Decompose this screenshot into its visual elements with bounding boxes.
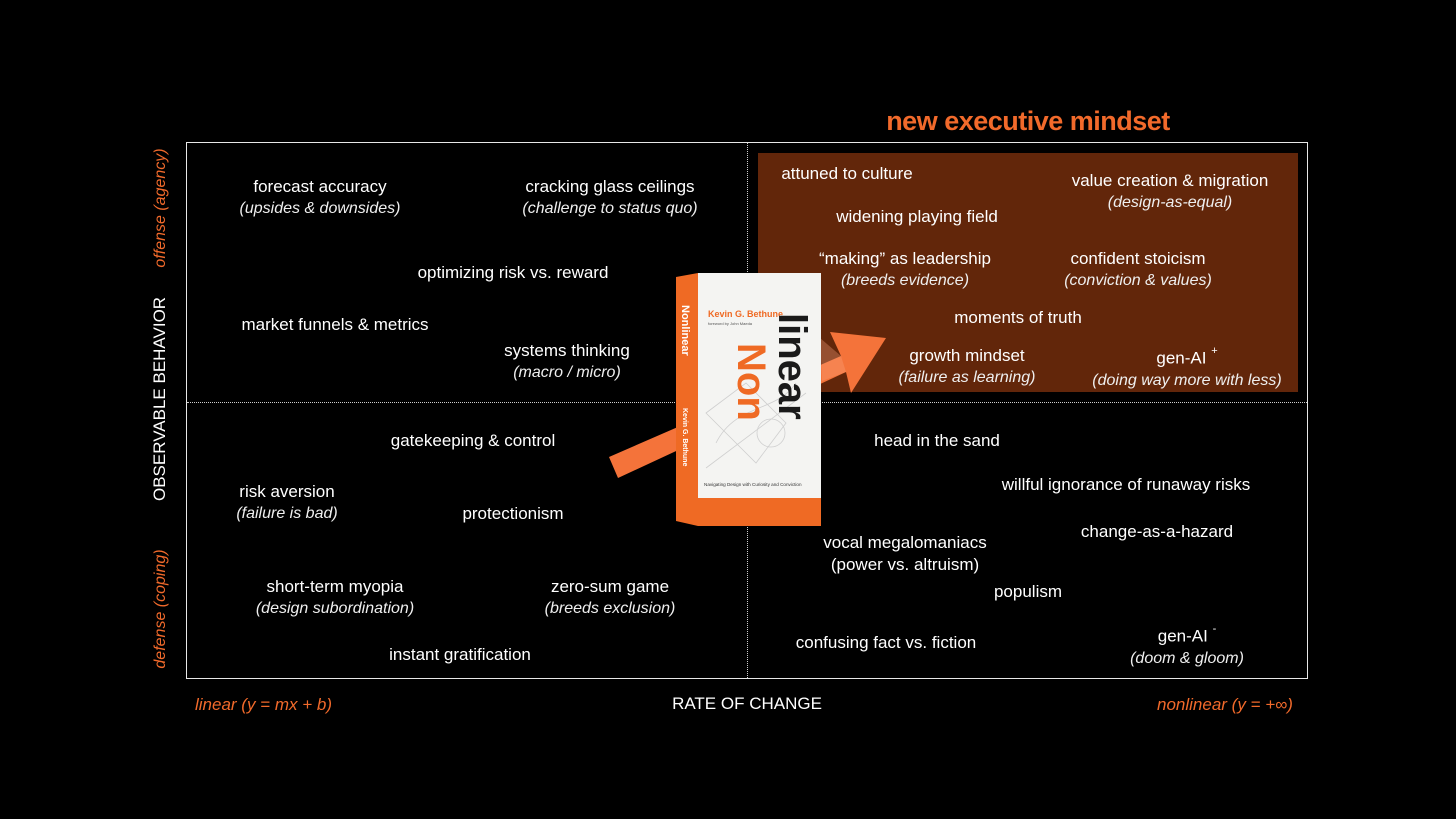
item-title: growth mindset	[909, 346, 1025, 365]
item-vocal-megalomaniacs: vocal megalomaniacs (power vs. altruism)	[823, 532, 986, 576]
item-title: cracking glass ceilings	[525, 177, 695, 196]
item-head-in-the-sand: head in the sand	[874, 430, 1000, 452]
item-subtitle: (breeds evidence)	[840, 272, 970, 289]
x-axis-label: RATE OF CHANGE	[672, 694, 822, 713]
item-subtitle: (design subordination)	[255, 600, 415, 617]
book-front	[698, 273, 821, 526]
book-spine	[676, 273, 698, 526]
quadrant-frame	[186, 142, 1308, 679]
item-title: optimizing risk vs. reward	[417, 263, 609, 282]
item-subtitle: (upsides & downsides)	[239, 200, 401, 217]
item-protectionism: protectionism	[462, 503, 563, 525]
item-title: widening playing field	[836, 207, 998, 226]
item-confusing-fact-fiction: confusing fact vs. fiction	[796, 632, 976, 654]
item-title: protectionism	[462, 504, 564, 523]
book-spine-title: Nonlinear	[679, 305, 691, 356]
item-title: instant gratification	[389, 645, 531, 664]
item-change-as-a-hazard: change-as-a-hazard	[1081, 521, 1233, 543]
item-market-funnels: market funnels & metrics	[241, 314, 428, 336]
item-title: zero-sum game	[550, 577, 670, 596]
item-systems-thinking: systems thinking (macro / micro)	[504, 340, 630, 384]
item-title: forecast accuracy	[253, 177, 387, 196]
item-gatekeeping: gatekeeping & control	[391, 430, 555, 452]
item-risk-aversion: risk aversion (failure is bad)	[236, 481, 337, 525]
item-short-term-myopia: short-term myopia (design subordination)	[256, 576, 414, 620]
item-title: value creation & migration	[1071, 171, 1269, 190]
item-title: vocal megalomaniacs	[823, 533, 987, 552]
item-title: populism	[993, 582, 1063, 601]
item-title: systems thinking	[504, 341, 630, 360]
item-instant-gratification: instant gratification	[389, 644, 531, 666]
x-axis-right-label: nonlinear (y = +∞)	[1157, 695, 1293, 714]
item-title: market funnels & metrics	[241, 315, 429, 334]
item-moments-of-truth: moments of truth	[954, 307, 1082, 329]
sketch-line	[715, 382, 797, 444]
item-superscript: +	[1211, 345, 1218, 357]
item-subtitle: (failure as learning)	[898, 369, 1036, 386]
item-title: moments of truth	[954, 308, 1082, 327]
item-title: head in the sand	[874, 431, 1000, 450]
item-title-text: gen-AI	[1156, 348, 1207, 368]
book-spine-author: Kevin G. Bethune	[681, 408, 688, 466]
book-bottom-band	[698, 498, 821, 526]
item-title: confident stoicism	[1070, 249, 1206, 268]
item-populism: populism	[994, 581, 1062, 603]
item-making-as-leadership: “making” as leadership (breeds evidence)	[819, 248, 991, 292]
item-gen-ai-minus: gen-AI - (doom & gloom)	[1130, 621, 1244, 670]
item-subtitle: (design-as-equal)	[1107, 194, 1233, 211]
item-confident-stoicism: confident stoicism (conviction & values)	[1064, 248, 1212, 292]
item-subtitle: (macro / micro)	[513, 364, 621, 381]
item-title: short-term myopia	[266, 577, 404, 596]
book-cover-image: Kevin G. Bethune foreword by John Maeda …	[676, 273, 821, 526]
heading-new-executive-mindset: new executive mindset	[886, 106, 1170, 136]
item-title: “making” as leadership	[819, 249, 991, 268]
item-forecast-accuracy: forecast accuracy (upsides & downsides)	[240, 176, 401, 220]
item-gen-ai-plus: gen-AI + (doing way more with less)	[1092, 343, 1281, 392]
book-title-non: Non	[729, 343, 773, 421]
item-subtitle: (breeds exclusion)	[544, 600, 676, 617]
item-title: willful ignorance of runaway risks	[1001, 475, 1251, 494]
item-attuned-to-culture: attuned to culture	[781, 163, 912, 185]
item-title-line2: (power vs. altruism)	[830, 555, 980, 574]
item-subtitle: (doom & gloom)	[1130, 649, 1244, 667]
item-subtitle: (failure is bad)	[236, 505, 338, 522]
item-subtitle: (conviction & values)	[1064, 272, 1212, 289]
item-title: attuned to culture	[781, 164, 913, 183]
item-title: gen-AI +	[1092, 343, 1281, 370]
book-sketch-lines	[705, 382, 807, 469]
x-axis-left-label: linear (y = mx + b)	[195, 695, 332, 714]
book-title-linear: linear	[770, 313, 814, 420]
sketch-line	[705, 382, 787, 464]
item-title: confusing fact vs. fiction	[795, 633, 977, 652]
sketch-line	[705, 392, 807, 469]
item-title: gatekeeping & control	[390, 431, 556, 450]
item-superscript: -	[1212, 623, 1217, 635]
item-title-text: gen-AI	[1157, 626, 1208, 646]
item-subtitle: (doing way more with less)	[1092, 371, 1282, 389]
item-title: gen-AI -	[1130, 621, 1244, 648]
item-title: risk aversion	[239, 482, 335, 501]
item-value-creation: value creation & migration (design-as-eq…	[1072, 170, 1269, 214]
item-widening-playing-field: widening playing field	[836, 206, 998, 228]
book-author: Kevin G. Bethune	[708, 309, 783, 319]
item-growth-mindset: growth mindset (failure as learning)	[899, 345, 1036, 389]
item-willful-ignorance: willful ignorance of runaway risks	[1002, 474, 1251, 496]
item-optimizing-risk: optimizing risk vs. reward	[418, 262, 609, 284]
item-subtitle: (challenge to status quo)	[522, 200, 698, 217]
item-zero-sum-game: zero-sum game (breeds exclusion)	[545, 576, 676, 620]
arrow-highlight	[820, 338, 846, 381]
book-subtitle: Navigating Design with Curiosity and Con…	[704, 482, 802, 487]
item-title: change-as-a-hazard	[1080, 522, 1234, 541]
item-cracking-glass-ceilings: cracking glass ceilings (challenge to st…	[522, 176, 697, 220]
book-foreword: foreword by John Maeda	[708, 321, 753, 326]
